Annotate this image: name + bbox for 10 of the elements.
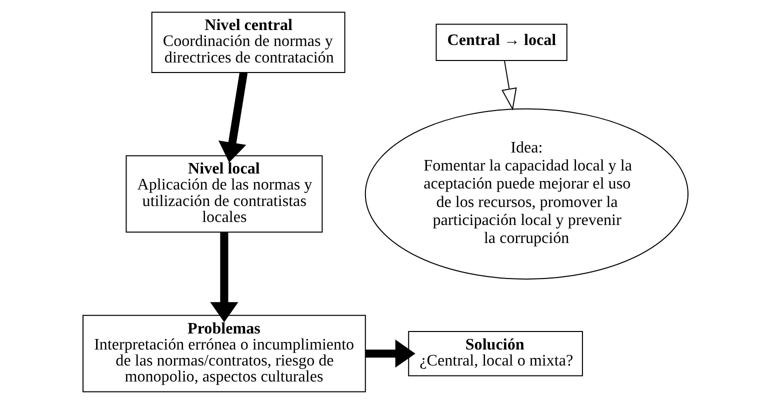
node-box: Solución ¿Central, local o mixta? — [408, 330, 583, 376]
arrow — [365, 340, 416, 368]
node-box: Central → local — [436, 24, 568, 61]
arrow — [502, 60, 517, 110]
node-box: Nivel local Aplicación de las normas y utilización de contratistas locales — [126, 155, 323, 233]
arrow — [210, 232, 238, 322]
node-box: Nivel central Coordinación de normas y directrices de contratación — [151, 12, 346, 74]
node-box: Problemas Interpretación errónea o incumplimiento de las normas/contratos, riesgo de monopolio, aspectos culturales — [82, 314, 366, 392]
node-ellipse: Idea: Fomentar la capacidad local y la aceptación puede mejorar el uso de los recursos, promover la participación local y prevenir la corrupción — [364, 108, 688, 280]
arrow — [218, 72, 248, 162]
